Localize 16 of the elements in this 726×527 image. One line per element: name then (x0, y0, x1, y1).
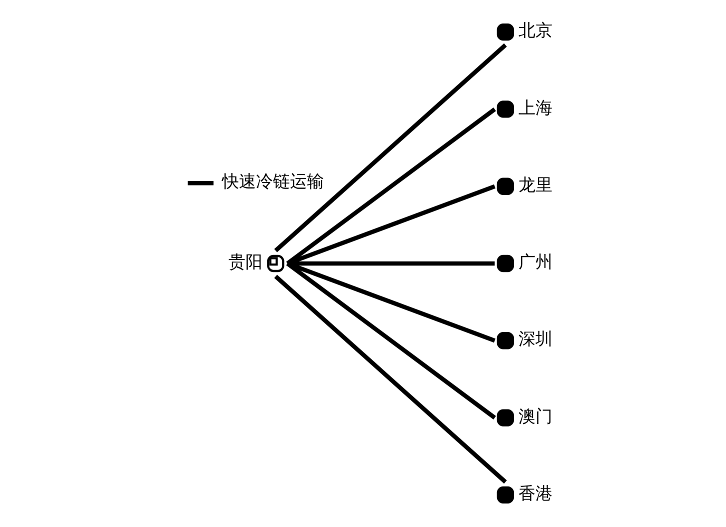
node-label: 上海 (518, 98, 552, 118)
connector (286, 262, 496, 420)
node-label: 澳门 (518, 406, 552, 427)
connector (286, 184, 495, 266)
node-label: 贵阳 (228, 252, 262, 273)
connector (286, 262, 495, 343)
connector (286, 261, 494, 266)
node-label: 香港 (518, 484, 552, 504)
legend-label: 快速冷链运输 (222, 172, 324, 192)
node-label: 北京 (518, 21, 552, 42)
node-label: 龙里 (518, 175, 552, 196)
connector (286, 108, 496, 266)
connector (274, 43, 506, 252)
connector (274, 274, 506, 484)
node-label: 广州 (518, 252, 552, 273)
node-label: 深圳 (518, 330, 552, 350)
